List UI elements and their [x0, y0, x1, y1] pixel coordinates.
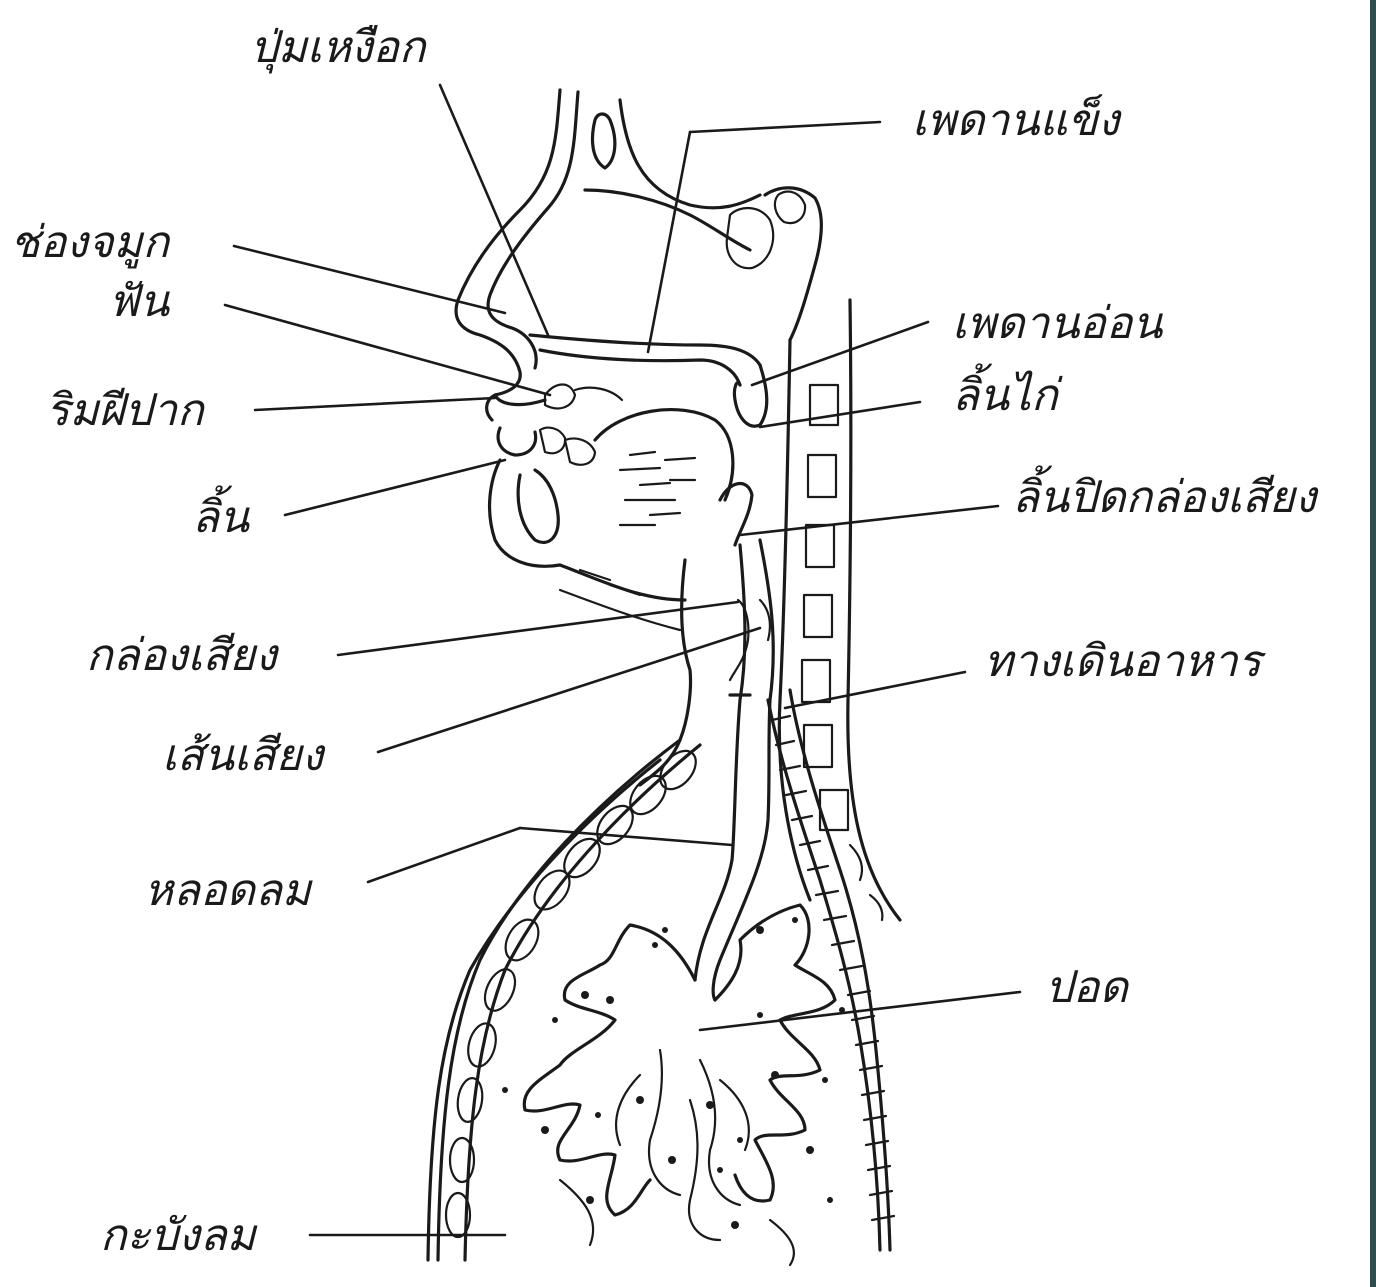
leader-teeth [225, 305, 550, 395]
leader-hard-palate [690, 122, 880, 132]
frame-edge [1370, 0, 1376, 1287]
leader-hard-palate-tail [648, 132, 690, 352]
leader-esophagus [785, 672, 965, 708]
label-hard-palate: เพดานแข็ง [912, 94, 1123, 146]
label-esophagus: ทางเดินอาหาร [984, 636, 1267, 687]
label-gum-ridge: ปุ่มเหงือก [250, 22, 428, 74]
label-larynx: กล่องเสียง [86, 630, 280, 681]
label-vocal-cords: เส้นเสียง [162, 730, 327, 781]
leader-lungs [700, 992, 1020, 1030]
label-diaphragm: กะบังลม [100, 1210, 258, 1261]
leader-gum-ridge [440, 85, 548, 335]
labels: ปุ่มเหงือก เพดานแข็ง ช่องจมูก ฟัน เพดานอ… [10, 22, 1320, 1261]
leader-soft-palate [752, 322, 928, 385]
leader-tongue [285, 460, 505, 515]
leader-trachea-a [368, 828, 520, 882]
label-lungs: ปอด [1045, 962, 1130, 1013]
label-lips: ริมฝีปาก [46, 385, 206, 436]
leader-uvula [760, 402, 920, 427]
label-epiglottis: ลิ้นปิดกล่องเสียง [1012, 465, 1320, 523]
label-trachea: หลอดลม [144, 865, 313, 916]
leader-lines [225, 85, 1020, 1235]
label-teeth: ฟัน [108, 276, 171, 327]
leader-lips [255, 398, 495, 410]
label-tongue: ลิ้น [192, 485, 251, 543]
airway-tubes [695, 540, 894, 1250]
label-nasal-cavity: ช่องจมูก [10, 217, 172, 269]
label-soft-palate: เพดานอ่อน [952, 298, 1164, 349]
spine [779, 300, 900, 920]
label-uvula: ลิ้นไก่ [952, 363, 1063, 421]
head-outline [456, 90, 821, 785]
leader-nasal-cavity [234, 246, 505, 313]
leader-epiglottis [740, 506, 998, 535]
leader-trachea-b [520, 828, 732, 845]
leader-vocal-cords [378, 628, 760, 752]
lungs-drawing [502, 905, 845, 1265]
